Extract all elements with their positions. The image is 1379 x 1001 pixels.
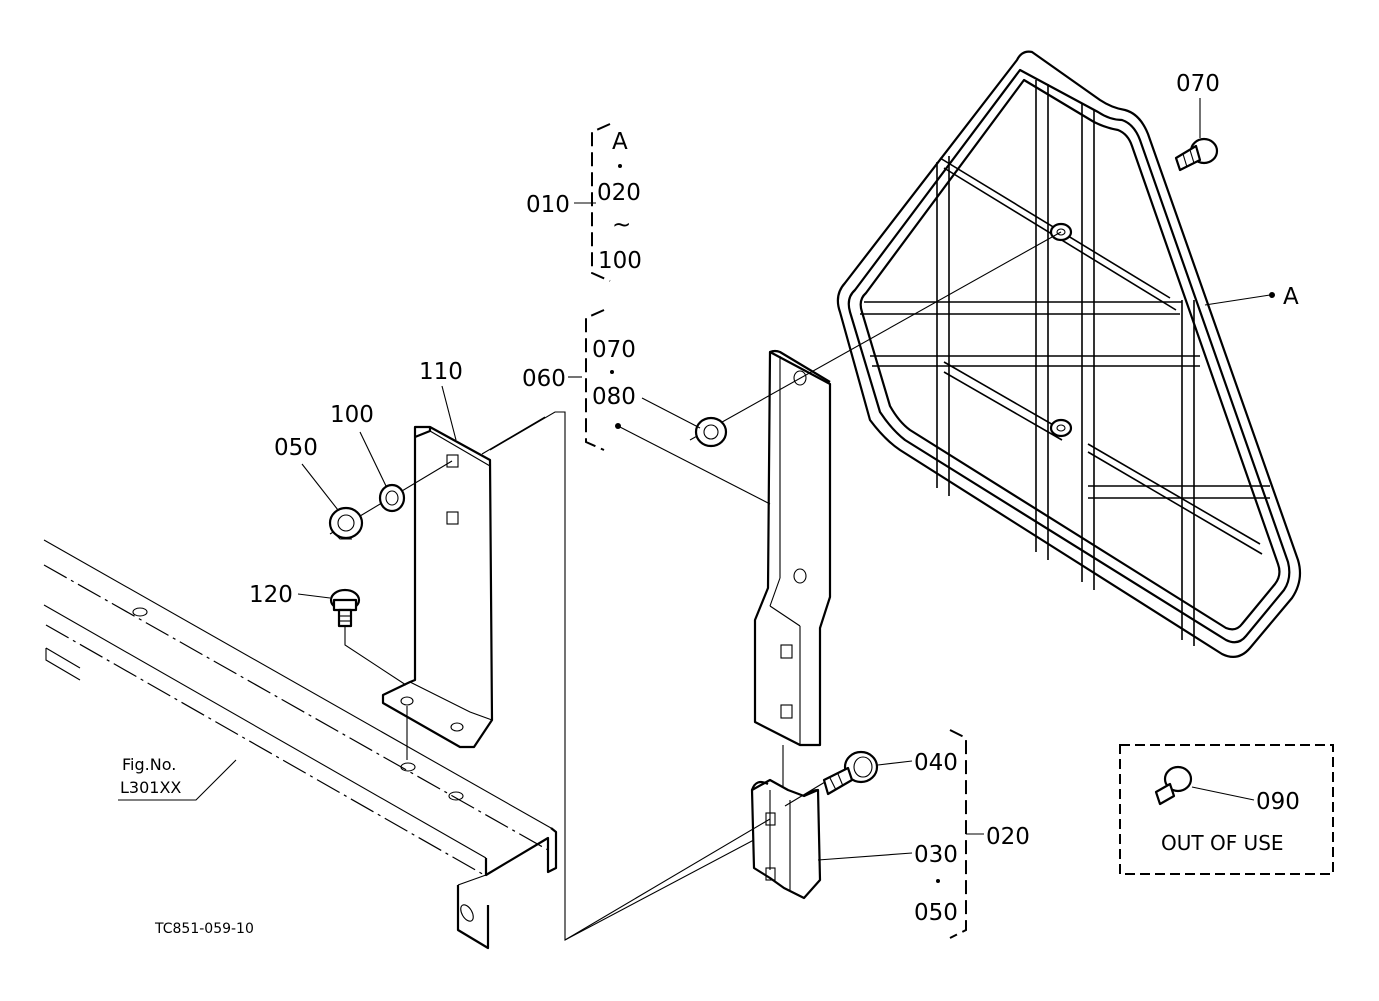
part-120-label: 120 [249, 582, 293, 608]
set-010-callout: 010 A 020 ~ 100 [526, 123, 642, 282]
out-of-use-box: 090 OUT OF USE [1119, 744, 1334, 875]
part-090-label: 090 [1256, 789, 1300, 815]
part-050b-label: 050 [914, 900, 958, 926]
set-060-callout: 060 070 080 [522, 309, 771, 505]
ref-a-label: A [1283, 284, 1299, 310]
grille-a [836, 50, 1302, 659]
nut-050 [328, 506, 364, 540]
set-010-a-label: A [612, 129, 628, 155]
set-060-part-b: 080 [592, 384, 636, 410]
bracket-110 [381, 425, 494, 749]
fig-ref-line2: L301XX [120, 778, 181, 797]
stay-060 [753, 349, 832, 747]
part-070-label: 070 [1176, 71, 1220, 97]
part-110-label: 110 [419, 359, 463, 385]
set-010-label: 010 [526, 192, 570, 218]
fig-ref-callout: Fig.No. L301XX [118, 755, 237, 801]
fig-ref-line1: Fig.No. [122, 755, 176, 774]
set-010-from-label: 020 [597, 180, 641, 206]
set-010-to-label: 100 [598, 248, 642, 274]
nut-080 [694, 416, 728, 448]
bolt-040 [822, 750, 879, 796]
part-030-label: 030 [914, 842, 958, 868]
bolt-120 [329, 588, 361, 628]
out-of-use-text: OUT OF USE [1161, 831, 1284, 855]
set-020-callout: 020 030 050 [817, 729, 1030, 939]
part-040-label: 040 [914, 750, 958, 776]
set-060-label: 060 [522, 366, 566, 392]
set-020-label: 020 [986, 824, 1030, 850]
washer-100 [378, 483, 406, 513]
frame-rail [43, 539, 558, 950]
bolt-070 [1174, 137, 1219, 172]
set-060-part-a: 070 [592, 337, 636, 363]
part-050-label: 050 [274, 435, 318, 461]
set-010-tilde: ~ [612, 212, 631, 238]
drawing-id: TC851-059-10 [154, 921, 254, 937]
part-100-label: 100 [330, 402, 374, 428]
clip-030 [750, 778, 822, 900]
